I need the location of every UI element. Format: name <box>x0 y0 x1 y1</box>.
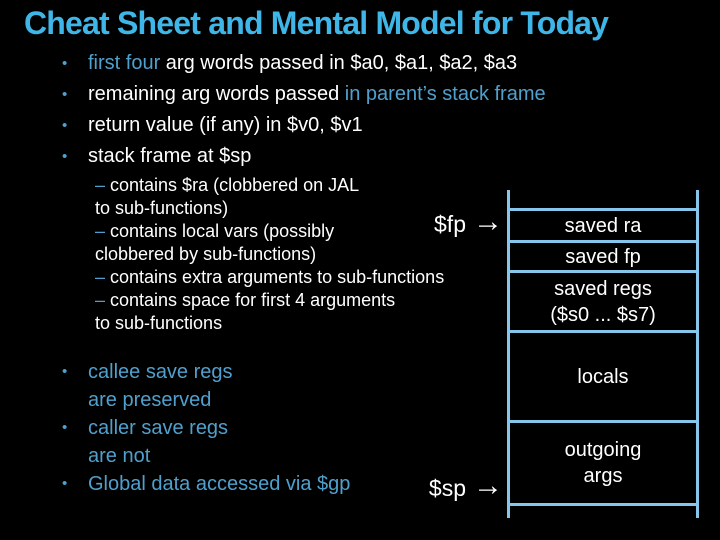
bullet-dot-icon: • <box>62 86 68 103</box>
text-segment: – <box>95 290 111 310</box>
text-segment: remaining arg words passed <box>88 83 345 105</box>
text-segment: – <box>95 267 111 287</box>
text-segment: in parent’s stack frame <box>344 83 546 105</box>
stack-cell: outgoing args <box>510 420 696 503</box>
text-segment: stack frame at $sp <box>88 145 252 167</box>
bullet-spacer <box>62 386 88 414</box>
sub-bullet-line: to sub-functions <box>95 312 444 335</box>
stack-cell-label: locals <box>577 365 629 388</box>
text-segment: caller save regs <box>88 417 229 439</box>
stack-cell-label: saved ra <box>564 214 642 237</box>
bullet-dot-icon: • <box>62 148 68 165</box>
bullet-text: are not <box>88 442 150 470</box>
bullet-text: return value (if any) in $v0, $v1 <box>88 110 363 141</box>
bottom-bullet-list: • callee save regs are preserved • caller sa… <box>62 358 350 498</box>
stack-cell: locals <box>510 330 696 420</box>
sub-bullet-line: clobbered by sub-functions) <box>95 243 444 266</box>
bullet-text: are preserved <box>88 386 211 414</box>
right-arrow-icon: → <box>473 469 503 502</box>
text-segment: contains extra arguments to sub-function… <box>110 267 445 287</box>
text-segment: to sub-functions <box>95 313 223 333</box>
slide-title: Cheat Sheet and Mental Model for Today <box>24 5 609 41</box>
stack-frame-diagram: saved ra saved fp saved regs ($s0 ... $s7) l… <box>507 190 699 518</box>
right-arrow-icon: → <box>473 205 503 238</box>
stack-cell-label: saved fp <box>565 245 641 268</box>
bullet-text: stack frame at $sp <box>88 141 251 172</box>
bullet-dot-icon: • <box>62 117 68 134</box>
stack-cell: saved regs ($s0 ... $s7) <box>510 270 696 330</box>
bullet-item: • first four arg words passed in $a0, $a1… <box>62 48 546 79</box>
bullet-dot-icon: • <box>62 363 68 380</box>
bullet-item: • return value (if any) in $v0, $v1 <box>62 110 546 141</box>
stack-cell-open <box>510 503 696 518</box>
fp-pointer-label: $fp → <box>415 206 503 242</box>
text-segment: to sub-functions) <box>95 198 229 218</box>
bullet-item: are not <box>62 442 350 470</box>
bullet-item: • Global data accessed via $gp <box>62 470 350 498</box>
text-segment: clobbered by sub-functions) <box>95 244 317 264</box>
text-segment: contains space for first 4 arguments <box>110 290 396 310</box>
text-segment: – <box>95 221 111 241</box>
bullet-item: • remaining arg words passed in parent’s … <box>62 79 546 110</box>
bullet-item: • stack frame at $sp <box>62 141 546 172</box>
stack-cell: saved ra <box>510 208 696 240</box>
bullet-item: • caller save regs <box>62 414 350 442</box>
text-segment: are preserved <box>88 389 212 411</box>
bullet-text: caller save regs <box>88 414 228 442</box>
bullet-item: • callee save regs <box>62 358 350 386</box>
sub-bullet-line: – contains extra arguments to sub-functi… <box>95 266 444 289</box>
sub-bullet-line: to sub-functions) <box>95 197 444 220</box>
text-segment: – <box>95 175 111 195</box>
stack-cell-label: outgoing <box>564 439 642 461</box>
text-segment: callee save regs <box>88 361 233 383</box>
bullet-spacer <box>62 442 88 470</box>
bullet-text: callee save regs <box>88 358 233 386</box>
bullet-item: are preserved <box>62 386 350 414</box>
text-segment: arg words passed in $a0, $a1, $a2, $a3 <box>160 52 518 74</box>
stack-cell: saved fp <box>510 240 696 270</box>
bullet-dot-icon: • <box>62 475 68 492</box>
text-segment: are not <box>88 445 151 467</box>
sub-bullet-line: – contains local vars (possibly <box>95 220 444 243</box>
fp-label-text: $fp <box>434 210 466 237</box>
text-segment: Global data accessed via $gp <box>88 473 351 495</box>
text-segment: return value (if any) in $v0, $v1 <box>88 114 363 136</box>
stack-cell-label: ($s0 ... $s7) <box>550 303 656 326</box>
sp-label-text: $sp <box>428 474 466 501</box>
sp-pointer-label: $sp → <box>415 470 503 506</box>
main-bullet-list: • first four arg words passed in $a0, $a1… <box>62 48 546 172</box>
bullet-text: Global data accessed via $gp <box>88 470 350 498</box>
bullet-text: first four arg words passed in $a0, $a1,… <box>88 48 517 79</box>
sub-bullet-line: – contains $ra (clobbered on JAL <box>95 174 444 197</box>
bullet-dot-icon: • <box>62 419 68 436</box>
text-segment: first four <box>88 52 161 74</box>
stack-cell-open <box>510 190 696 208</box>
stack-cell-label: args <box>583 465 623 487</box>
text-segment: contains local vars (possibly <box>110 221 335 241</box>
stack-cell-label: saved regs <box>554 277 652 300</box>
bullet-dot-icon: • <box>62 55 68 72</box>
text-segment: contains $ra (clobbered on JAL <box>110 175 360 195</box>
bullet-text: remaining arg words passed in parent’s s… <box>88 79 546 110</box>
sub-bullet-line: – contains space for first 4 arguments <box>95 289 444 312</box>
